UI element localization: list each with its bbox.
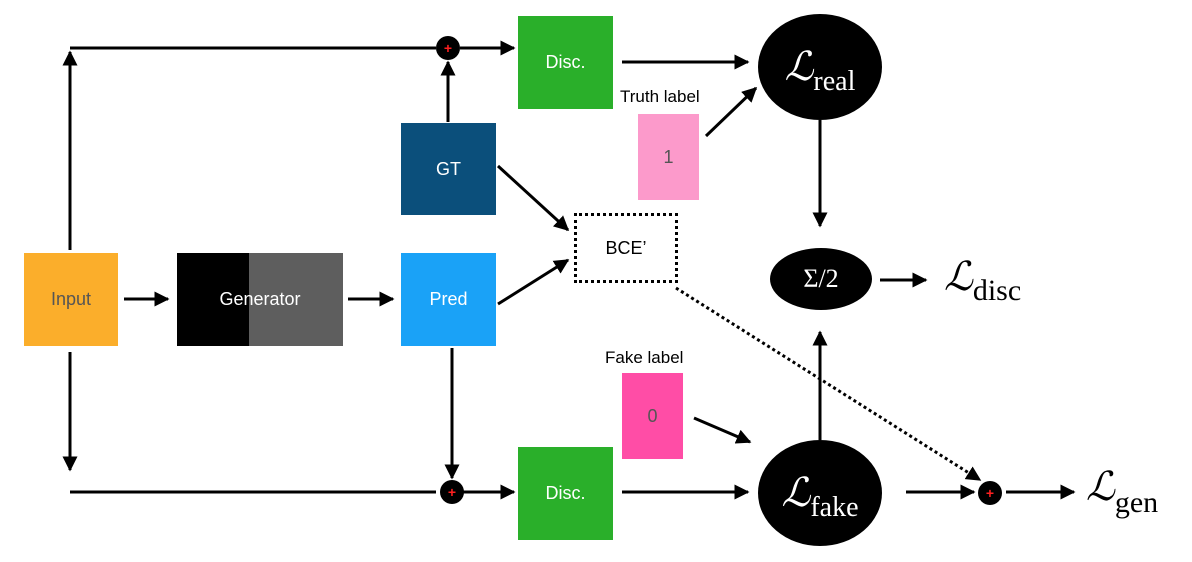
pred-node: Pred (401, 253, 496, 346)
disc-top-node: Disc. (518, 16, 613, 109)
generator-node: Generator (177, 253, 343, 346)
average-label: Σ/2 (803, 264, 839, 293)
loss-fake-node: ℒfake (758, 440, 882, 546)
gt-node-label: GT (436, 158, 461, 179)
bce-node: BCE’ (574, 213, 678, 283)
top-sum-junction: + (436, 36, 460, 60)
loss-real-subscript: real (813, 66, 856, 97)
fake-value-node: 0 (622, 373, 683, 459)
input-node: Input (24, 253, 118, 346)
fake-label-to-fake-arrow (693, 416, 752, 444)
loss-disc-symbol: ℒ (944, 254, 973, 300)
truth-value-label: 1 (663, 146, 674, 167)
pred-to-bce-arrow (497, 258, 570, 306)
gen-sum-junction: + (978, 481, 1002, 505)
generator-node-label: Generator (219, 289, 301, 309)
loss-real-symbol: ℒ (784, 44, 814, 90)
disc-top-node-label: Disc. (545, 52, 586, 72)
loss-fake-subscript: fake (810, 492, 859, 523)
truth-value-node: 1 (638, 114, 699, 200)
disc-bottom-node-label: Disc. (545, 483, 586, 503)
bce-node-label: BCE’ (605, 237, 647, 258)
loss-disc-subscript: disc (972, 274, 1022, 307)
loss-disc-output: ℒdisc (944, 254, 1021, 307)
truth-label-to-real-arrow (704, 86, 758, 138)
loss-gen-subscript: gen (1114, 486, 1159, 519)
average-node: Σ/2 (770, 248, 872, 310)
disc-bottom-node: Disc. (518, 447, 613, 540)
loss-gen-symbol: ℒ (1086, 464, 1115, 510)
pred-node-label: Pred (429, 289, 468, 309)
input-node-label: Input (50, 289, 92, 309)
truth-label-text: Truth label (620, 87, 700, 106)
fake-value-label: 0 (647, 405, 658, 426)
loss-gen-output: ℒgen (1086, 464, 1158, 519)
gt-node: GT (401, 123, 496, 215)
loss-fake-symbol: ℒ (781, 470, 811, 516)
bottom-sum-junction: + (440, 480, 464, 504)
fake-label-text: Fake label (605, 348, 684, 367)
loss-real-node: ℒreal (758, 14, 882, 120)
gt-to-bce-arrow (496, 164, 570, 232)
